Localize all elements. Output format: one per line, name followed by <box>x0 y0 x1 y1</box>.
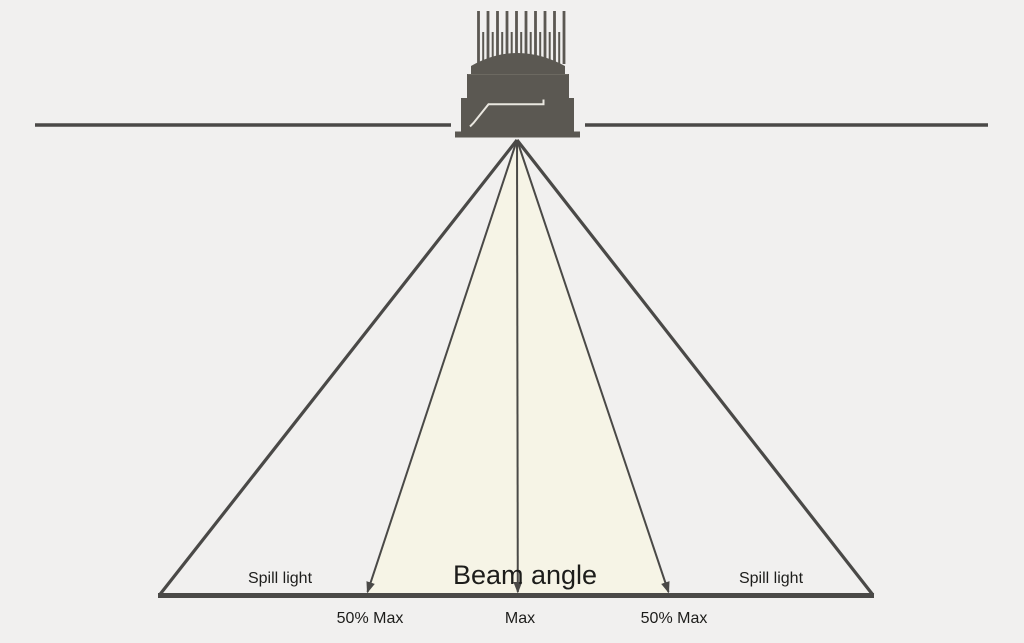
half-max-line-right <box>516 139 670 594</box>
half-max-line-left <box>366 139 518 594</box>
fixture-step-detail <box>469 99 545 128</box>
max-line-center <box>513 139 523 594</box>
fixture-trim-flange <box>455 131 580 138</box>
fixture-housing <box>461 98 574 132</box>
half-max-label-right: 50% Max <box>641 610 708 627</box>
spill-light-label-left: Spill light <box>248 570 313 587</box>
max-label-center: Max <box>505 610 535 627</box>
fixture-band <box>467 74 569 98</box>
spill-light-line-left <box>158 139 519 596</box>
spill-light-line-right <box>515 139 875 596</box>
heatsink-tall-fins <box>477 11 566 64</box>
beam-angle-label: Beam angle <box>453 560 597 590</box>
half-max-label-left: 50% Max <box>337 610 404 627</box>
recessed-downlight-heatsink-icon <box>455 11 580 138</box>
fixture-dome <box>471 53 565 80</box>
spill-light-label-right: Spill light <box>739 570 804 587</box>
heatsink-short-fins <box>482 32 561 64</box>
